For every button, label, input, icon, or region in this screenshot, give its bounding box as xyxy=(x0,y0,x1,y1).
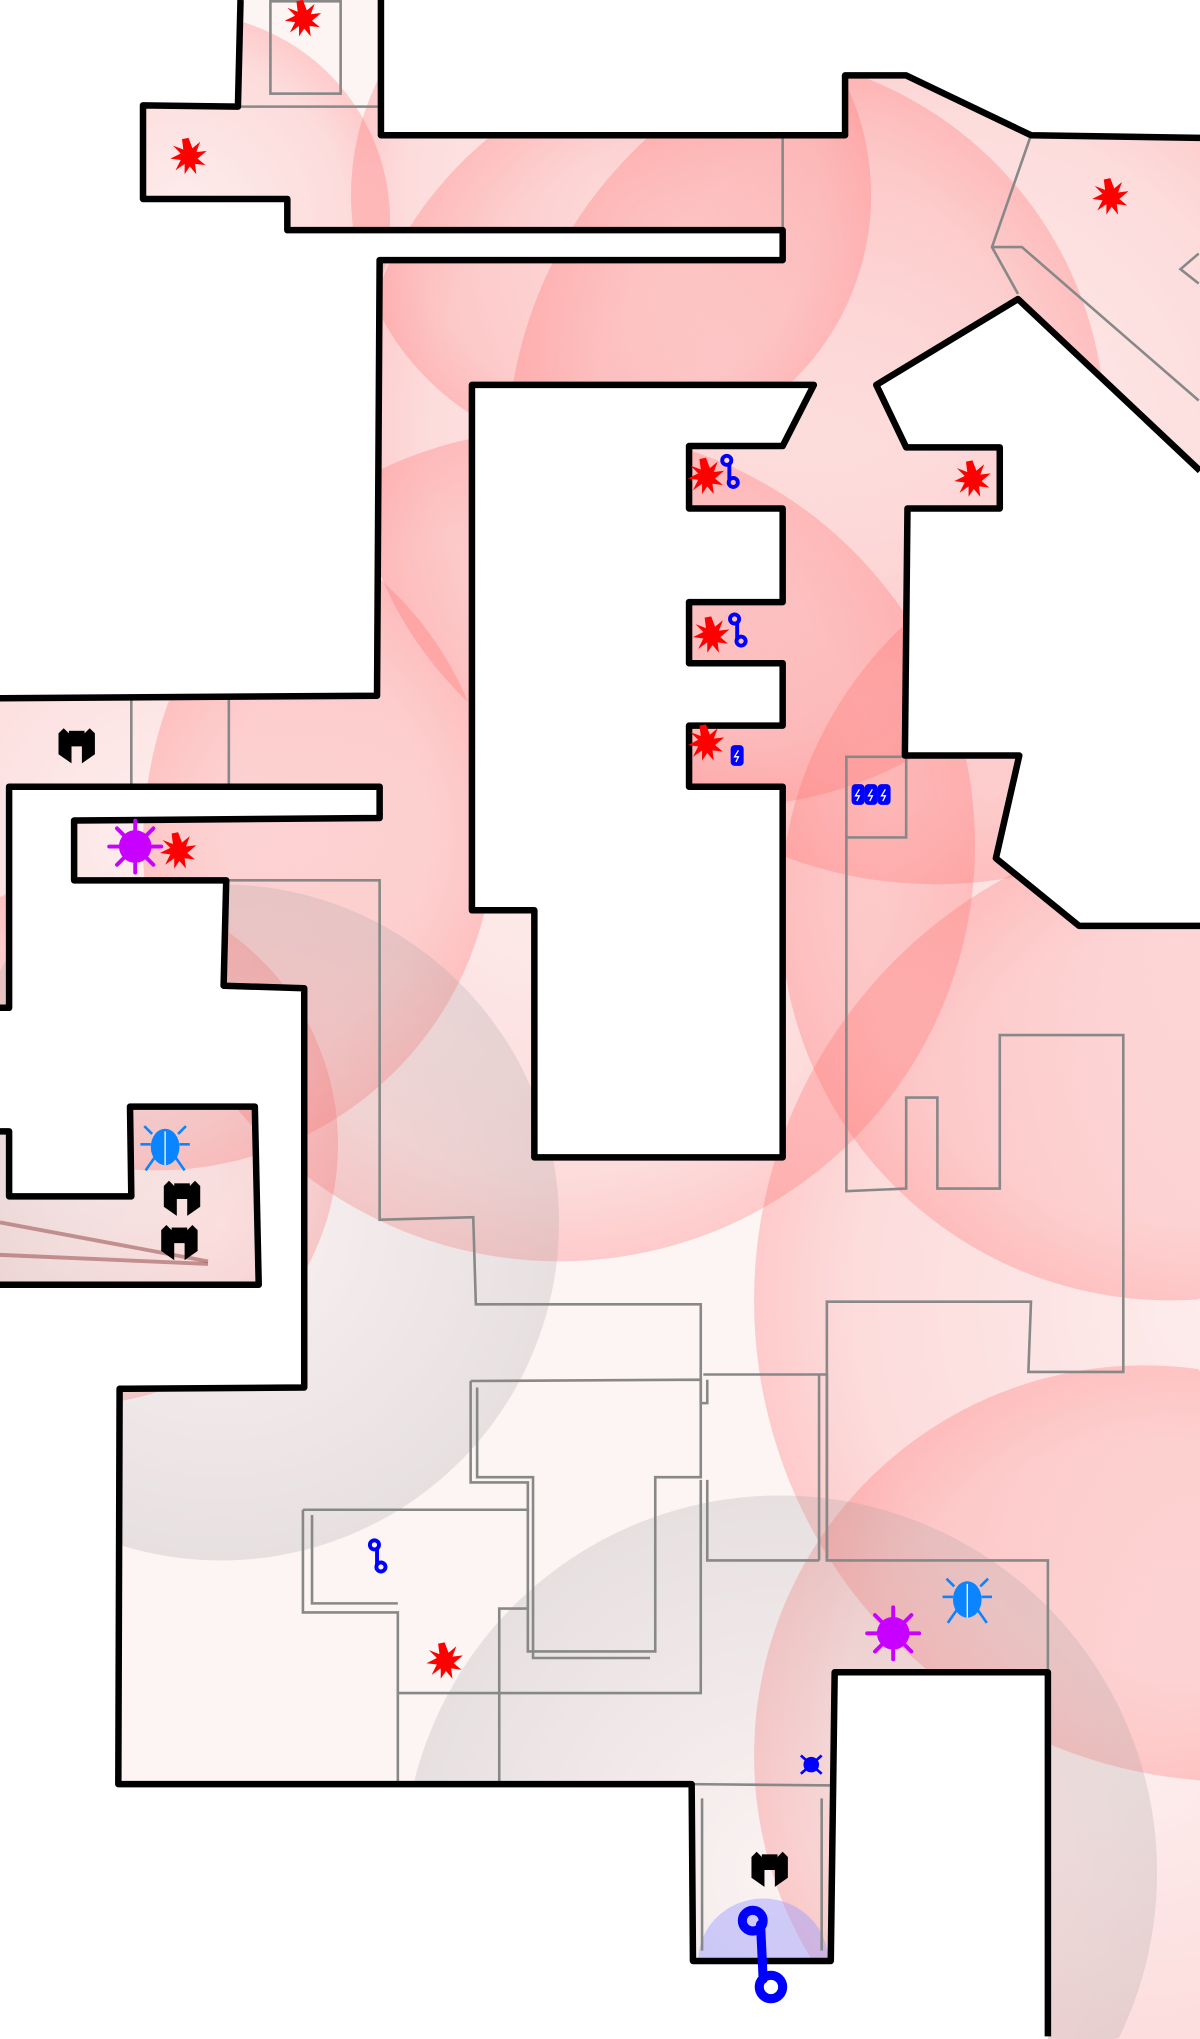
drone-icon xyxy=(800,1754,823,1775)
battery-icon[interactable] xyxy=(863,783,879,806)
battery-icon[interactable] xyxy=(730,744,745,767)
battery-icon[interactable] xyxy=(876,783,892,806)
room-lines xyxy=(130,0,1200,1951)
entities xyxy=(58,0,1129,1999)
virus-icon xyxy=(865,1605,922,1662)
battery-icon[interactable] xyxy=(850,783,866,806)
virus-icon xyxy=(107,818,164,875)
